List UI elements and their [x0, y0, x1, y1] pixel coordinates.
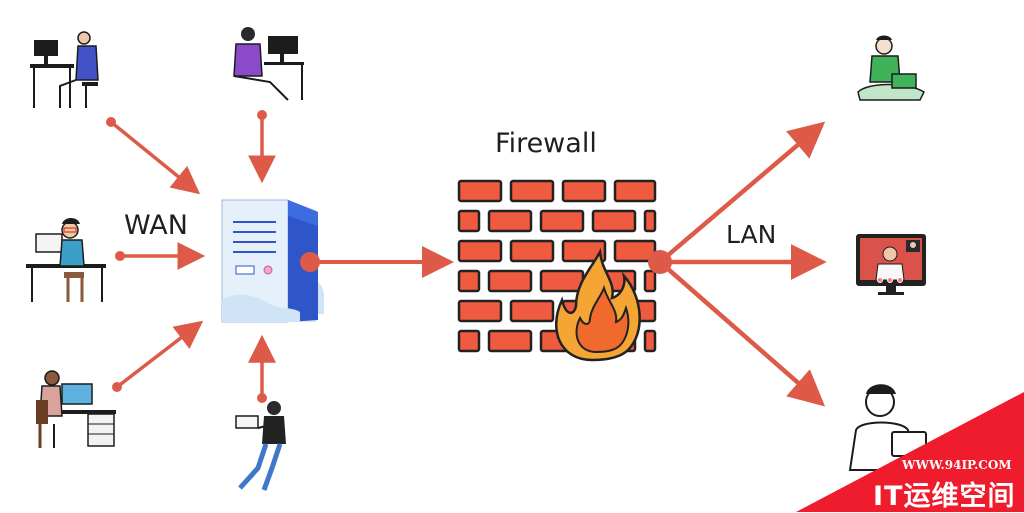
lan-label: LAN	[726, 220, 777, 249]
server-to-firewall-arrow	[300, 246, 454, 278]
wan-arrow-from-top-left-user	[106, 117, 201, 195]
lan-arrows	[648, 121, 827, 407]
wan-arrow-from-bottom-user	[248, 334, 276, 403]
wan-arrow-from-bottom-left-user	[112, 320, 204, 392]
wan-label: WAN	[124, 210, 188, 241]
video-call-monitor-icon	[856, 234, 926, 295]
person-at-desk-icon	[30, 31, 99, 108]
person-with-laptop-icon	[857, 35, 925, 101]
firewall-label: Firewall	[495, 128, 597, 159]
watermark-corner-triangle	[796, 392, 1024, 512]
server-icon	[221, 199, 325, 323]
wan-arrow-from-middle-user	[115, 242, 206, 270]
person-at-desk-icon	[233, 27, 304, 101]
person-at-desk-icon	[36, 370, 116, 448]
person-with-laptop-icon	[235, 401, 286, 491]
person-at-desk-icon	[26, 218, 106, 302]
flame-icon	[555, 247, 641, 362]
watermark-url: WWW.94IP.COM	[902, 458, 1012, 472]
wan-arrow-from-top-user	[248, 110, 276, 184]
watermark-text: IT运维空间	[873, 481, 1016, 512]
